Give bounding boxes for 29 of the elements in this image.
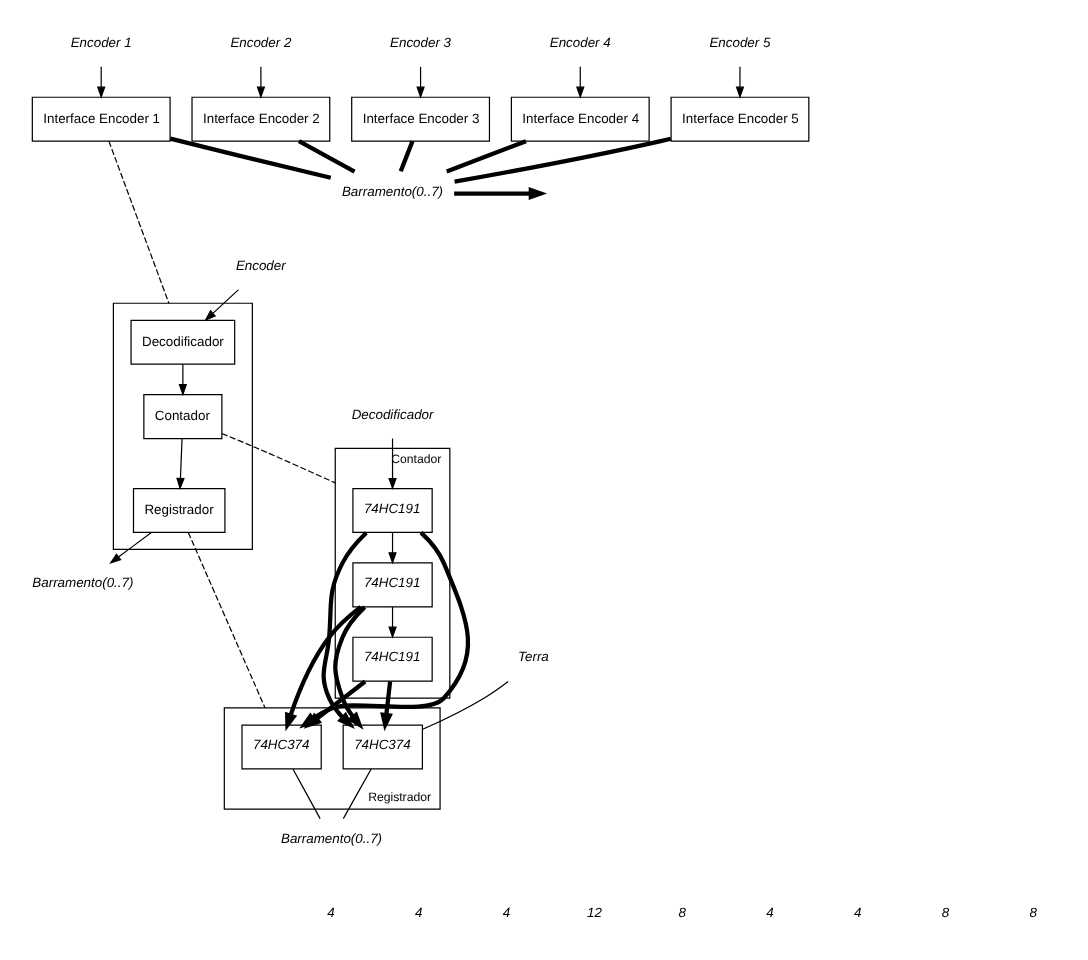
arrow: [96, 66, 106, 99]
connector: [187, 531, 266, 709]
arrow: [178, 363, 188, 397]
arrow: [256, 66, 266, 99]
connector: [108, 140, 170, 304]
arrow: [388, 606, 397, 639]
arrow: [388, 437, 397, 491]
arrow: [388, 531, 397, 565]
connector: [297, 139, 356, 174]
arrow: [576, 66, 585, 99]
connector: [292, 768, 321, 820]
cluster: [112, 302, 253, 551]
connector: [398, 140, 415, 173]
connector: [445, 139, 527, 174]
arrow: [380, 681, 393, 732]
arrow: [109, 531, 152, 564]
arrow: [303, 679, 367, 729]
arrow: [735, 66, 745, 99]
arrow: [416, 66, 425, 99]
connector: [169, 136, 332, 180]
connector: [422, 680, 509, 730]
arrow: [321, 531, 368, 729]
arrow: [454, 187, 548, 200]
arrow: [204, 289, 239, 322]
arrow: [333, 605, 367, 730]
connector: [221, 432, 336, 484]
connector: [342, 768, 372, 820]
connector: [454, 136, 672, 184]
arrow: [176, 437, 185, 491]
